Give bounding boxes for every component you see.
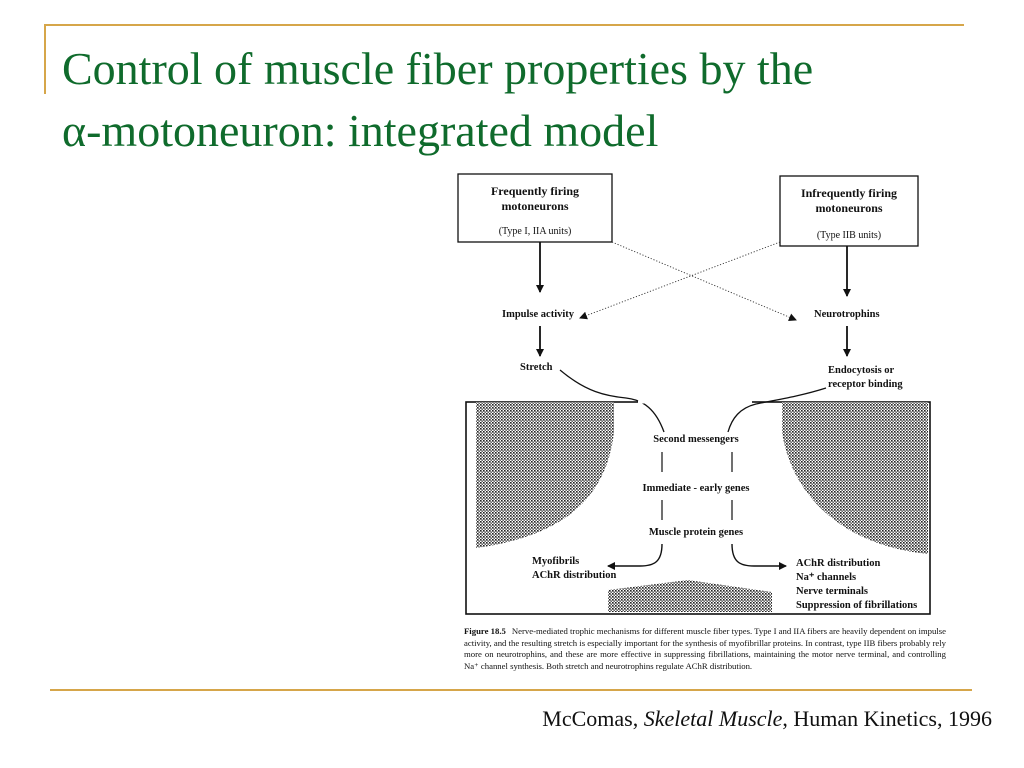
neurotrophins-label: Neurotrophins [814,309,880,320]
source-credit: McComas, Skeletal Muscle, Human Kinetics… [412,706,992,732]
arrow-to-right-outputs [731,543,787,570]
credit-publisher-year: , Human Kinetics, 1996 [782,706,992,731]
second-messengers-label: Second messengers [653,434,738,445]
top-rule [44,24,964,26]
arrow-right-box-to-impulse [579,241,781,320]
bottom-stippled-region [608,580,772,612]
left-output-myofibrils: Myofibrils [532,556,579,567]
figure: Frequently firing motoneurons (Type I, I… [456,170,950,682]
slide-title-line-2: α-motoneuron: integrated model [62,105,659,156]
right-stippled-region [782,402,928,554]
arrow-left-box-to-neurotrophins [611,241,797,321]
credit-author: McComas, [542,706,639,731]
impulse-activity-label: Impulse activity [502,309,575,320]
left-box-line-1: Frequently firing [491,184,579,198]
right-output-nerve-terminals: Nerve terminals [796,586,868,597]
right-output-na-channels: Na⁺ channels [796,572,856,583]
arrow-to-left-outputs [607,543,663,570]
left-rule [44,24,46,94]
curve-stretch-to-messengers [559,369,665,433]
slide-title: Control of muscle fiber properties by th… [62,38,1002,162]
diagram-svg: Frequently firing motoneurons (Type I, I… [457,173,931,615]
left-stippled-region [476,402,614,548]
endocytosis-label-line-1: Endocytosis or [828,365,895,376]
caption-text: Nerve-mediated trophic mechanisms for di… [464,626,947,671]
left-motoneuron-box [457,173,613,243]
right-motoneuron-box [779,175,919,247]
credit-book-title: Skeletal Muscle [643,706,783,731]
stretch-label: Stretch [520,362,553,373]
left-box-line-2: motoneurons [501,199,568,213]
right-box-line-3: (Type IIB units) [817,230,881,241]
bottom-rule [50,689,972,691]
endocytosis-label-line-2: receptor binding [828,379,903,390]
caption-label: Figure 18.5 [464,626,506,636]
left-output-achr: AChR distribution [532,570,616,581]
immediate-early-genes-label: Immediate - early genes [642,483,749,494]
muscle-protein-genes-label: Muscle protein genes [649,527,743,538]
right-box-line-1: Infrequently firing [801,186,897,200]
left-box-line-3: (Type I, IIA units) [499,226,572,237]
right-output-achr: AChR distribution [796,558,880,569]
curve-endocytosis-to-messengers [727,387,827,433]
right-output-suppression: Suppression of fibrillations [796,600,917,611]
right-box-line-2: motoneurons [815,201,882,215]
slide-title-line-1: Control of muscle fiber properties by th… [62,43,814,94]
